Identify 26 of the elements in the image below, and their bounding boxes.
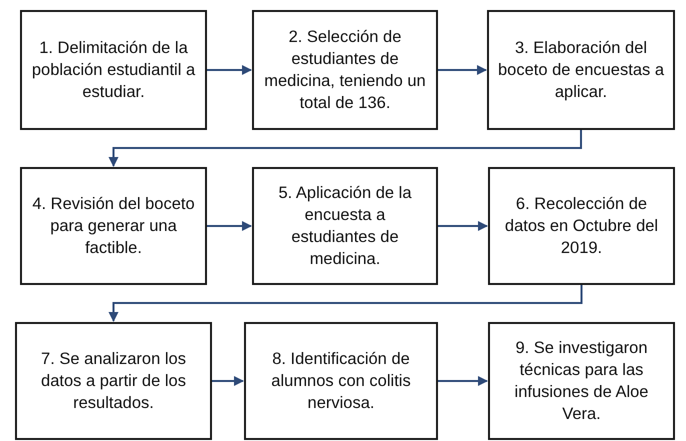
step-text: 2. Selección de estudiantes de medicina, teniendo un total de 136. (263, 27, 427, 114)
process-box (20, 10, 207, 130)
process-box (15, 322, 212, 440)
step-text: 8. Identificación de alumnos con colitis nerviosa. (270, 349, 412, 414)
process-box (487, 10, 675, 130)
process-box (252, 167, 438, 285)
step-text: 3. Elaboración del boceto de encuestas a aplicar. (497, 38, 665, 103)
step-text: 9. Se investigaron técnicas para las infusiones de Aloe Vera. (514, 338, 650, 425)
arrow (438, 221, 488, 231)
arrow (108, 285, 582, 322)
arrow (207, 65, 252, 75)
arrow (438, 376, 488, 386)
process-box (488, 322, 675, 440)
step-text: 5. Aplicación de la encuesta a estudiantes de medicina. (277, 183, 412, 270)
arrow (212, 376, 244, 386)
step-text: 1. Delimitación de la población estudiantil a estudiar. (30, 38, 196, 103)
process-box (252, 10, 438, 130)
step-text: 6. Recolección de datos en Octubre del 2019. (504, 194, 660, 259)
arrow (108, 130, 582, 167)
arrow (207, 221, 252, 231)
process-box (20, 167, 207, 285)
process-box (244, 322, 438, 440)
step-text: 7. Se analizaron los datos a partir de los resultados. (40, 349, 187, 414)
process-box (488, 167, 675, 285)
arrow (438, 65, 487, 75)
step-text: 4. Revisión del boceto para generar una factible. (31, 194, 196, 259)
